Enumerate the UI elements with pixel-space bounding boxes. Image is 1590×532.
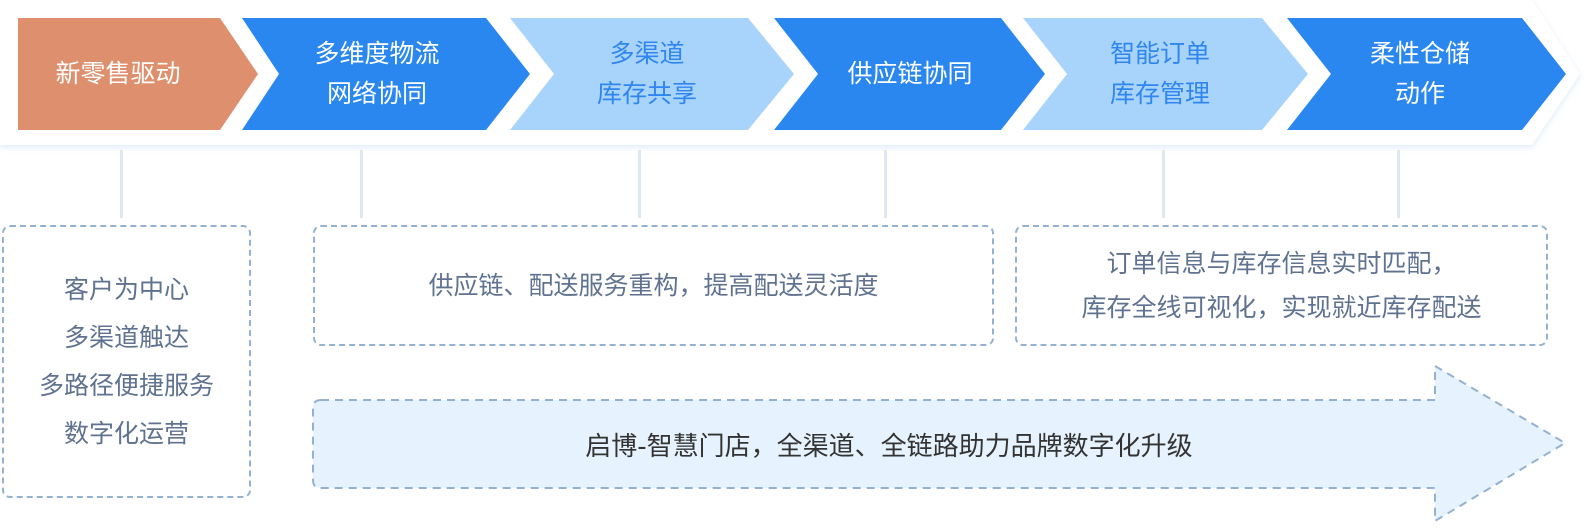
connector-line bbox=[1397, 150, 1400, 218]
stage-label-line: 网络协同 bbox=[326, 79, 427, 108]
box-line: 订单信息与库存信息实时匹配， bbox=[1106, 248, 1457, 278]
stage-label-1: 新零售驱动 bbox=[18, 18, 218, 130]
connector-line bbox=[884, 150, 887, 218]
stage-label-line: 多渠道 bbox=[609, 39, 685, 68]
stage-label-2: 多维度物流网络协同 bbox=[262, 18, 492, 130]
supply-box: 供应链、配送服务重构，提高配送灵活度 bbox=[313, 225, 994, 346]
connector-line bbox=[638, 150, 641, 218]
box-line: 供应链、配送服务重构，提高配送灵活度 bbox=[428, 270, 879, 300]
connector-line bbox=[120, 150, 123, 218]
stage-label-line: 库存共享 bbox=[596, 79, 697, 108]
stage-label-4: 供应链协同 bbox=[795, 18, 1025, 130]
stage-label-3: 多渠道库存共享 bbox=[532, 18, 762, 130]
banner-text: 启博-智慧门店，全渠道、全链路助力品牌数字化升级 bbox=[585, 431, 1193, 462]
stage-label-line: 多维度物流 bbox=[314, 39, 440, 68]
stage-label-line: 库存管理 bbox=[1109, 79, 1210, 108]
connector-line bbox=[1162, 150, 1165, 218]
connector-line bbox=[360, 150, 363, 218]
box-line: 库存全线可视化，实现就近库存配送 bbox=[1081, 292, 1482, 322]
box-line: 多渠道触达 bbox=[63, 322, 189, 352]
stage-label-line: 新零售驱动 bbox=[55, 59, 181, 88]
stage-chevron-2 bbox=[242, 18, 530, 130]
stage-label-line: 动作 bbox=[1394, 79, 1445, 108]
box-line: 多路径便捷服务 bbox=[38, 370, 214, 400]
order-box: 订单信息与库存信息实时匹配， 库存全线可视化，实现就近库存配送 bbox=[1015, 225, 1548, 346]
stage-chevron-3 bbox=[510, 18, 794, 130]
stage-label-line: 智能订单 bbox=[1109, 39, 1210, 68]
box-line: 客户为中心 bbox=[63, 274, 189, 304]
stage-chevron-4 bbox=[774, 18, 1045, 130]
stage-label-5: 智能订单库存管理 bbox=[1045, 18, 1275, 130]
stage-chevron-1 bbox=[18, 18, 258, 130]
banner-arrow bbox=[312, 364, 1567, 523]
customer-box: 客户为中心 多渠道触达 多路径便捷服务 数字化运营 bbox=[2, 225, 251, 498]
stage-label-line: 柔性仓储 bbox=[1369, 39, 1470, 68]
stage-chevron-6 bbox=[1287, 18, 1566, 130]
box-line: 数字化运营 bbox=[63, 418, 189, 448]
stage-label-6: 柔性仓储动作 bbox=[1305, 18, 1535, 130]
stage-label-line: 供应链协同 bbox=[847, 59, 973, 88]
stage-chevron-5 bbox=[1023, 18, 1308, 130]
